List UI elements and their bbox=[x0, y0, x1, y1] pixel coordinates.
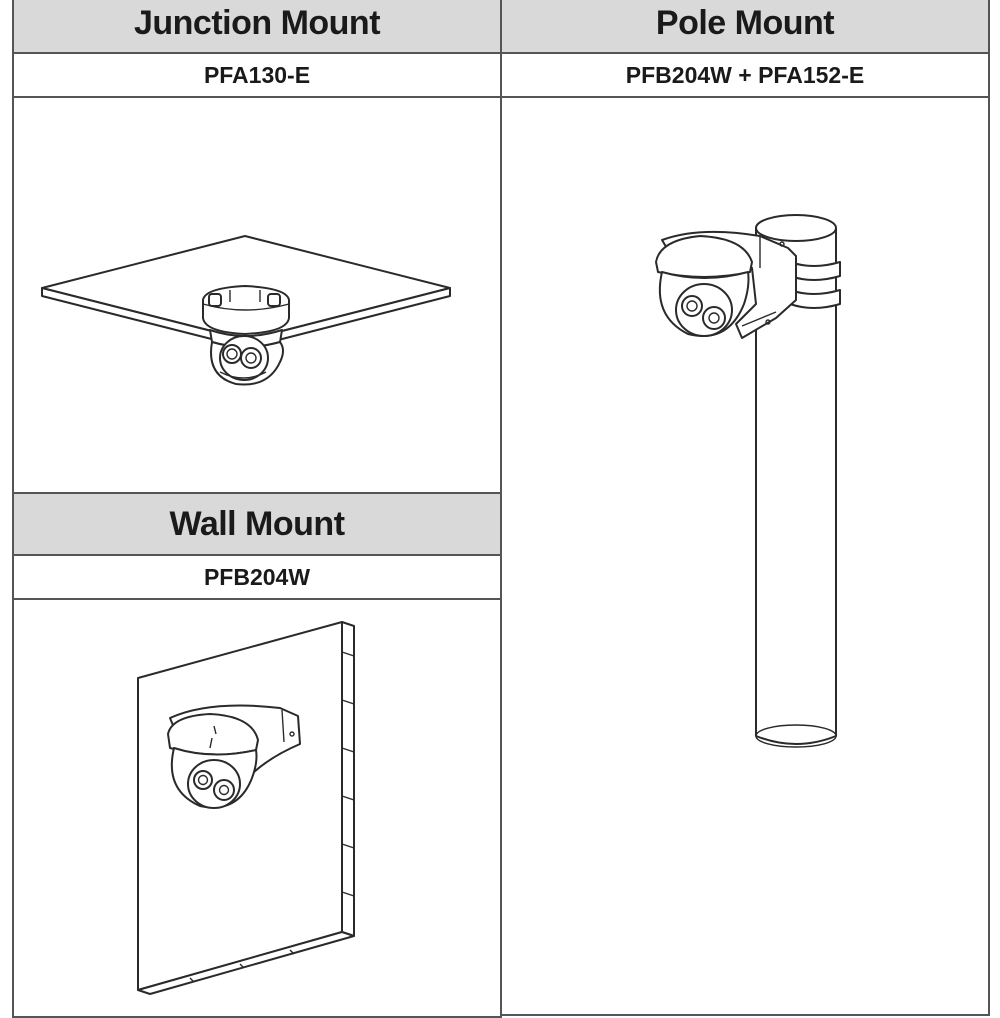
pole-mount-model: PFB204W + PFA152-E bbox=[625, 61, 865, 88]
junction-mount-header: Junction Mount bbox=[12, 0, 502, 54]
junction-mount-title: Junction Mount bbox=[133, 3, 381, 42]
wall-mount-model: PFB204W bbox=[203, 563, 311, 590]
wall-mount-model-cell: PFB204W bbox=[12, 554, 502, 600]
pole-mount-header: Pole Mount bbox=[500, 0, 990, 54]
wall-mount-title: Wall Mount bbox=[169, 504, 345, 543]
pole-mount-model-cell: PFB204W + PFA152-E bbox=[500, 52, 990, 98]
pole-mount-title: Pole Mount bbox=[655, 3, 835, 42]
junction-mount-model: PFA130-E bbox=[203, 61, 311, 88]
